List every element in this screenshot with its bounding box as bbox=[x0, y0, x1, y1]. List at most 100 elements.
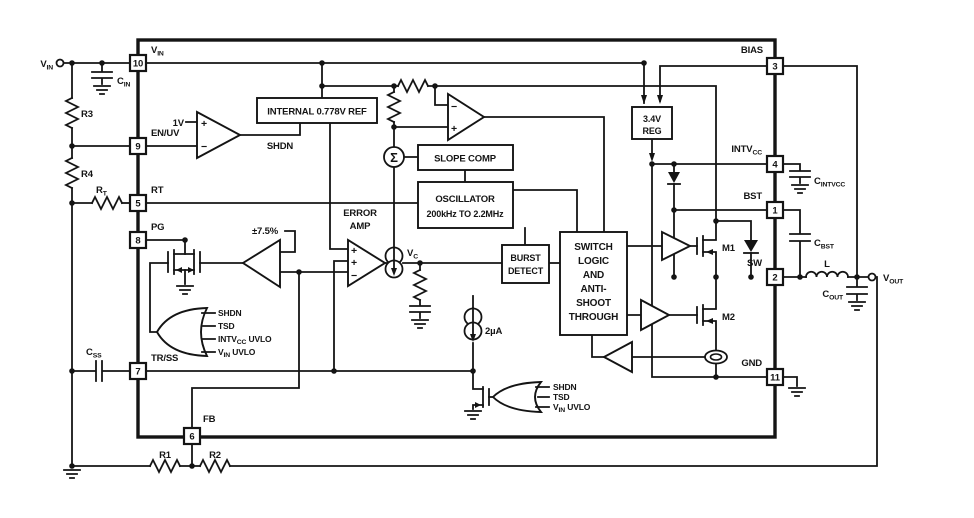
round-symbols bbox=[55, 58, 877, 372]
wire-net bbox=[63, 62, 878, 475]
inductor-label: L bbox=[824, 259, 830, 270]
current-sense-oval bbox=[704, 349, 728, 365]
pin-vin-label: VIN bbox=[151, 45, 164, 58]
pin-11-number: 11 bbox=[770, 373, 781, 384]
sigma-symbol: Σ bbox=[390, 150, 398, 165]
pg-or-in-vin-uvlo: VIN UVLO bbox=[218, 347, 256, 359]
pin-6-number: 6 bbox=[189, 432, 194, 443]
ss-or-in-vin-uvlo: VIN UVLO bbox=[553, 402, 591, 414]
error-amp-label-1: ERROR bbox=[343, 208, 377, 219]
pin-pg-label: PG bbox=[151, 222, 164, 233]
r4-label: R4 bbox=[81, 169, 94, 180]
cintvcc-label: CINTVCC bbox=[814, 176, 845, 189]
pin-6-box bbox=[182, 426, 202, 446]
en-comp-plus: + bbox=[201, 118, 207, 130]
pin-11-box bbox=[765, 367, 785, 387]
vin-to-reg-arrow bbox=[641, 95, 647, 104]
switch-logic-text-6: THROUGH bbox=[569, 312, 619, 323]
ss-or-in-tsd: TSD bbox=[553, 392, 570, 402]
pin-trss-label: TR/SS bbox=[151, 353, 178, 364]
pin-8-box bbox=[128, 230, 148, 250]
slope-comp-text: SLOPE COMP bbox=[434, 154, 497, 165]
switch-logic-block bbox=[559, 231, 628, 336]
pin-rt-label: RT bbox=[151, 185, 164, 196]
pin-sw-label: SW bbox=[747, 258, 762, 269]
pin-bst-label: BST bbox=[743, 191, 762, 202]
r2-label: R2 bbox=[209, 450, 221, 461]
ss-or-gate bbox=[491, 380, 544, 414]
logic-gates bbox=[155, 307, 550, 414]
summing-node bbox=[383, 146, 405, 168]
burst-text-2: DETECT bbox=[508, 266, 544, 276]
err-amp-minus: − bbox=[351, 270, 357, 282]
pin-4-number: 4 bbox=[772, 160, 778, 171]
vc-label: VC bbox=[407, 248, 418, 261]
pin-9-box bbox=[128, 136, 148, 156]
pin-bias-label: BIAS bbox=[741, 45, 763, 56]
m1-body-diode bbox=[744, 240, 758, 252]
m1-label: M1 bbox=[722, 243, 736, 254]
burst-detect-block bbox=[501, 244, 550, 284]
err-amp-plus-2: + bbox=[351, 257, 357, 269]
internal-ref-block bbox=[256, 97, 378, 124]
oscillator-block bbox=[417, 181, 514, 229]
pin-1-box bbox=[765, 200, 785, 220]
pin-5-number: 5 bbox=[135, 199, 141, 210]
pin-10-number: 10 bbox=[133, 59, 143, 70]
diodes-and-arrows bbox=[176, 95, 759, 408]
cin-label: CIN bbox=[117, 76, 130, 89]
pin-3-number: 3 bbox=[772, 62, 777, 73]
cbst-label: CBST bbox=[814, 238, 835, 251]
2ua-label: 2µA bbox=[485, 326, 502, 337]
switch-logic-text-5: SHOOT bbox=[576, 298, 611, 309]
pin-7-number: 7 bbox=[135, 367, 140, 378]
vin-terminal-label: VIN bbox=[40, 59, 53, 72]
bias-to-reg-arrow bbox=[657, 95, 663, 104]
oscillator-text-1: OSCILLATOR bbox=[435, 194, 495, 205]
labels: VIN EN/UV RT PG TR/SS FB BIAS INTVCC BST… bbox=[40, 45, 904, 461]
switch-logic-text-2: LOGIC bbox=[578, 256, 609, 267]
error-amp-label-2: AMP bbox=[350, 221, 371, 232]
cur-comp-plus: + bbox=[451, 123, 457, 135]
current-comparator bbox=[447, 92, 486, 142]
amps-and-drivers bbox=[196, 92, 693, 374]
pin-gnd-label: GND bbox=[741, 358, 762, 369]
reg-text-1: 3.4V bbox=[643, 114, 661, 124]
err-amp-plus-1: + bbox=[351, 245, 357, 257]
cur-comp-minus: − bbox=[451, 101, 457, 113]
pin-2-box bbox=[765, 267, 785, 287]
switch-logic-text-3: AND bbox=[583, 270, 604, 281]
shdn-label: SHDN bbox=[267, 141, 294, 152]
pin-9-number: 9 bbox=[135, 142, 140, 153]
cout-label: COUT bbox=[822, 289, 844, 302]
pin-10-box bbox=[128, 53, 148, 73]
pin-1-number: 1 bbox=[772, 206, 778, 217]
burst-text-1: BURST bbox=[510, 253, 541, 263]
m1-gate-driver bbox=[661, 230, 693, 262]
m2-gate-driver bbox=[640, 298, 672, 332]
pin-3-box bbox=[765, 56, 785, 76]
m1-source-arrow bbox=[706, 249, 713, 255]
pin-2-number: 2 bbox=[772, 273, 777, 284]
slope-comp-block bbox=[417, 144, 514, 171]
pin-boxes: 10 9 5 8 7 6 3 4 1 2 11 bbox=[128, 53, 785, 446]
reg-text-2: REG bbox=[642, 126, 661, 136]
vin-terminal bbox=[55, 58, 65, 68]
pin-4-box bbox=[765, 154, 785, 174]
rt-resistor-label: RT bbox=[96, 185, 108, 198]
pin-fb-label: FB bbox=[203, 414, 216, 425]
one-volt-label: 1V bbox=[173, 118, 185, 129]
pin-8-number: 8 bbox=[135, 236, 140, 247]
pg-threshold-label: ±7.5% bbox=[252, 226, 279, 237]
pg-or-in-intvcc-uvlo: INTVCC UVLO bbox=[218, 334, 272, 346]
switch-logic-text-4: ANTI- bbox=[581, 284, 607, 295]
vout-label: VOUT bbox=[883, 273, 904, 286]
ss-clamp-source-arrow bbox=[475, 402, 481, 408]
function-blocks bbox=[256, 97, 673, 336]
oscillator-text-2: 200kHz TO 2.2MHz bbox=[427, 209, 505, 219]
reg-3v4-block bbox=[631, 106, 673, 140]
vout-terminal bbox=[867, 272, 877, 282]
en-comp-minus: − bbox=[201, 141, 207, 153]
